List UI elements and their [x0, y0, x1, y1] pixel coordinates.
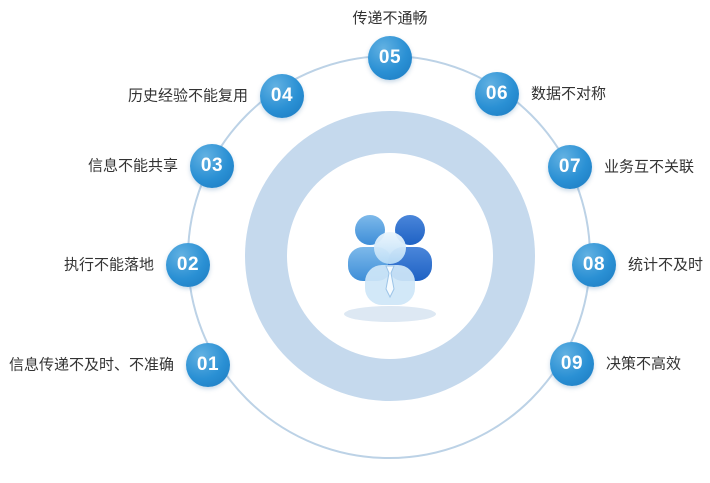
step-label: 执行不能落地 — [63, 256, 154, 274]
step-bubble: 01 — [186, 343, 230, 387]
step-bubble: 07 — [548, 145, 592, 189]
step-bubble: 04 — [260, 74, 304, 118]
step-label: 历史经验不能复用 — [127, 87, 248, 105]
step-bubble: 08 — [572, 243, 616, 287]
step-label: 信息不能共享 — [87, 157, 178, 175]
step-bubble: 02 — [166, 243, 210, 287]
users-icon — [344, 215, 436, 322]
step-label: 业务互不关联 — [604, 158, 695, 176]
step-label: 统计不及时 — [628, 256, 704, 274]
icon-shadow — [344, 306, 436, 322]
step-label: 数据不对称 — [531, 85, 607, 103]
step-bubble: 05 — [368, 36, 412, 80]
step-label: 信息传递不及时、不准确 — [8, 356, 174, 374]
step-label: 传递不通畅 — [352, 10, 428, 27]
center-ring — [245, 111, 535, 401]
step-bubble: 09 — [550, 342, 594, 386]
step-bubble: 03 — [190, 144, 234, 188]
step-bubble: 06 — [475, 72, 519, 116]
step-label: 决策不高效 — [606, 355, 682, 373]
